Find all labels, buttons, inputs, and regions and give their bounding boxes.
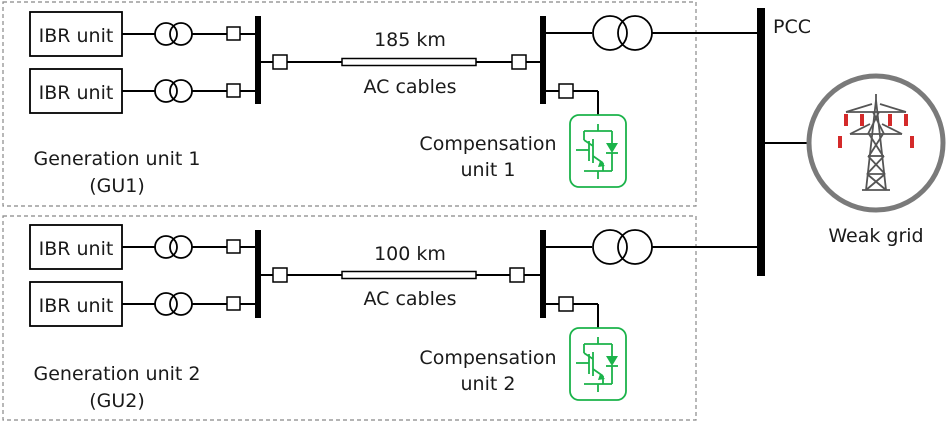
- breaker-icon: [226, 239, 241, 254]
- collector-bus: [255, 16, 261, 104]
- transformer-icon: [154, 79, 178, 103]
- ac-cable-symbol: [341, 270, 477, 280]
- ibr-unit-box: [29, 224, 123, 270]
- substation-bus: [540, 16, 546, 104]
- substation-bus: [540, 230, 546, 318]
- ibr-unit-label: IBR unit: [39, 25, 114, 47]
- ibr-unit-label: IBR unit: [39, 295, 114, 317]
- transformer-icon: [154, 292, 178, 316]
- compensation-label-line1: Compensation: [419, 133, 556, 155]
- breaker-icon: [558, 296, 574, 312]
- transformer-icon: [154, 22, 178, 46]
- collector-bus: [255, 230, 261, 318]
- breaker-icon: [226, 26, 241, 41]
- breaker-icon: [511, 54, 527, 70]
- compensation-converter-icon: [569, 114, 627, 188]
- compensation-converter-icon: [569, 327, 627, 401]
- generation-unit-1-group: IBR unit IBR unit 185 km AC cables: [2, 1, 757, 207]
- pcc-label: PCC: [773, 16, 811, 38]
- ibr-unit-label: IBR unit: [39, 82, 114, 104]
- ibr-unit-box: [29, 11, 123, 57]
- breaker-icon: [509, 267, 525, 283]
- insulator-icon: [838, 114, 914, 148]
- transformer-icon: [154, 235, 178, 259]
- group-name-label: Generation unit 1: [34, 148, 201, 170]
- breaker-icon: [272, 267, 288, 283]
- breaker-icon: [226, 296, 241, 311]
- pcc-bus: [757, 8, 765, 276]
- cable-type-label: AC cables: [364, 76, 457, 98]
- compensation-label-line2: unit 2: [461, 373, 516, 395]
- transformer-icon: [592, 229, 628, 265]
- cable-length-label: 100 km: [374, 243, 446, 265]
- ac-cable-symbol: [341, 57, 477, 67]
- transmission-tower-icon: [845, 94, 907, 191]
- cable-type-label: AC cables: [364, 288, 457, 310]
- group-short-label: (GU1): [89, 175, 145, 197]
- weak-grid-icon: [806, 73, 946, 213]
- breaker-icon: [272, 54, 288, 70]
- generation-unit-2-border: [2, 215, 697, 421]
- compensation-label-line2: unit 1: [461, 159, 516, 181]
- generation-unit-1-border: [2, 1, 697, 207]
- generation-unit-2-group: IBR unit IBR unit 100 km AC cables: [2, 215, 757, 421]
- breaker-icon: [558, 83, 574, 99]
- breaker-icon: [226, 83, 241, 98]
- cable-length-label: 185 km: [374, 29, 446, 51]
- group-short-label: (GU2): [89, 390, 145, 412]
- group-name-label: Generation unit 2: [34, 363, 201, 385]
- ibr-unit-label: IBR unit: [39, 238, 114, 260]
- weak-grid-label: Weak grid: [828, 225, 923, 247]
- transformer-icon: [592, 15, 628, 51]
- compensation-label-line1: Compensation: [419, 347, 556, 369]
